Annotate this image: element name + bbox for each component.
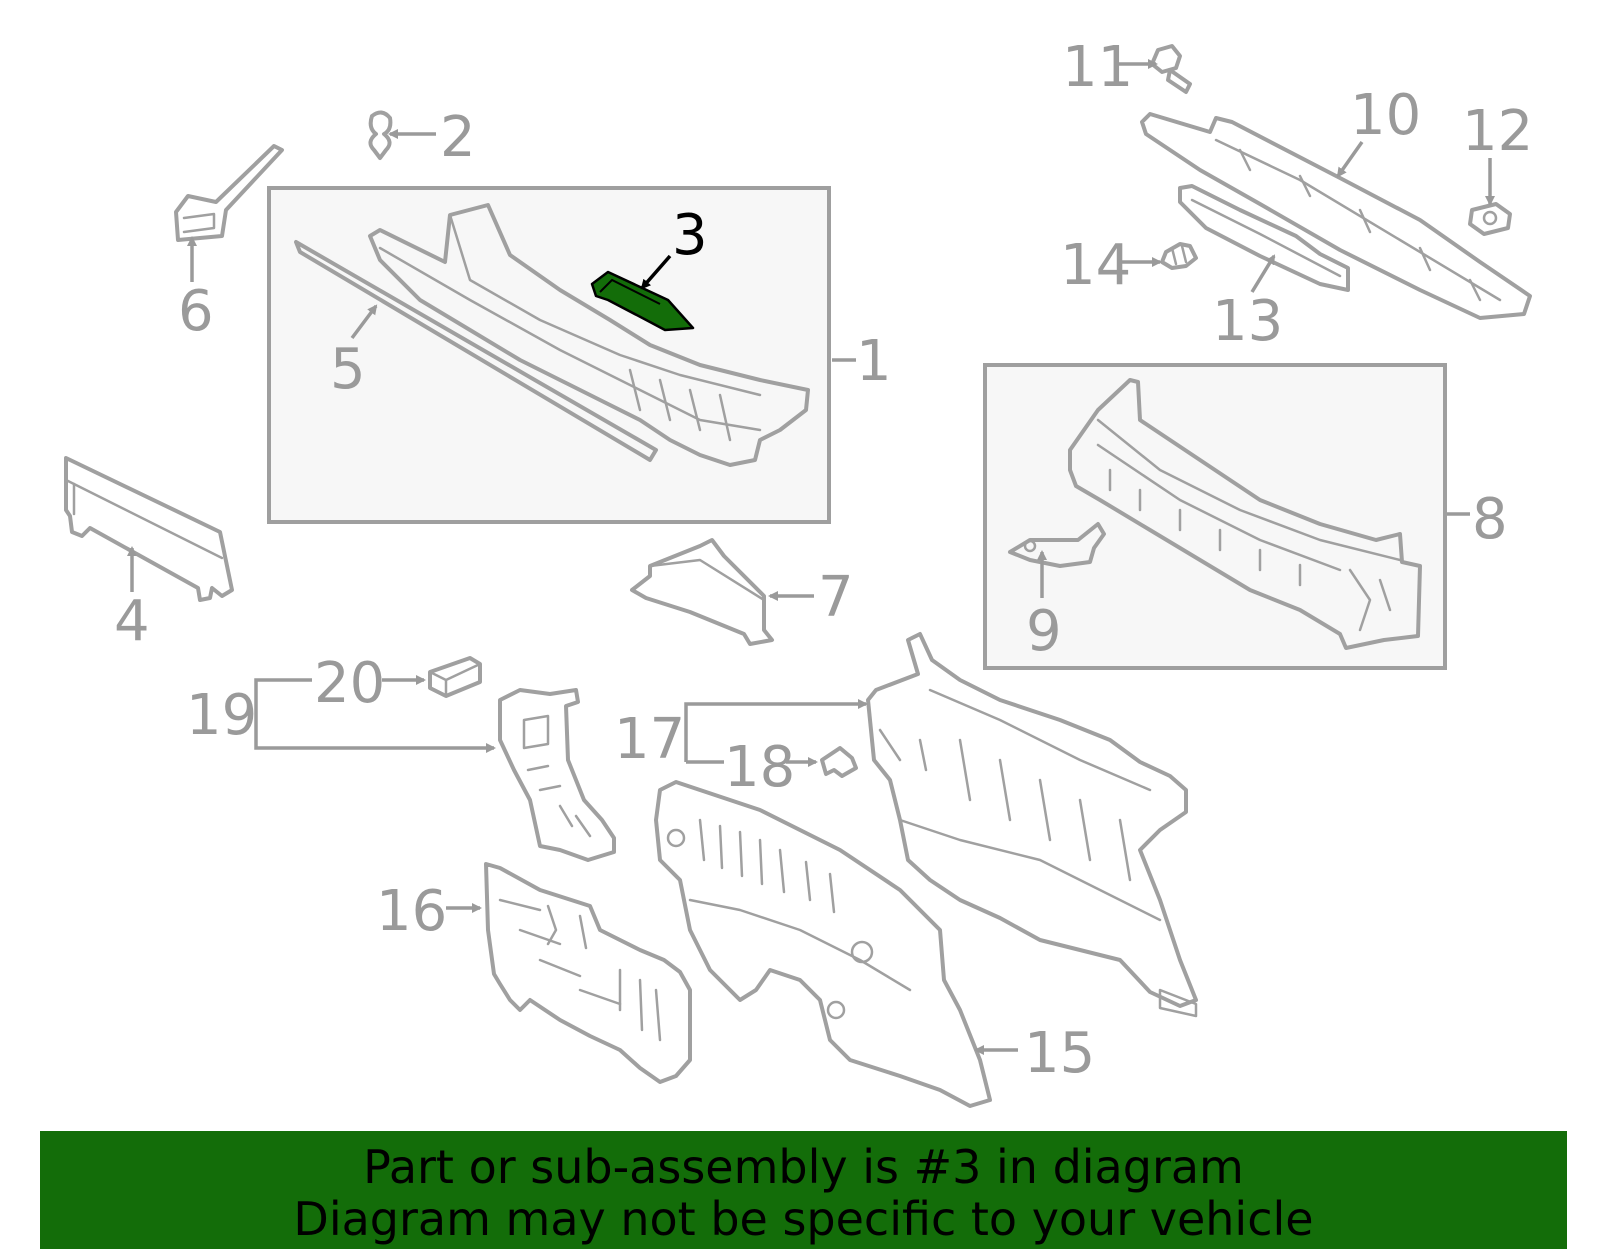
info-banner: Part or sub-assembly is #3 in diagram Di… <box>40 1131 1567 1249</box>
callout-7[interactable]: 7 <box>818 565 854 630</box>
leader-3 <box>640 254 672 290</box>
part-13-rail[interactable] <box>1178 184 1350 292</box>
callout-19[interactable]: 19 <box>186 683 257 748</box>
part-18-clip[interactable] <box>820 746 858 778</box>
part-5-weatherstrip[interactable] <box>294 240 658 462</box>
part-11-bolt[interactable] <box>1150 44 1192 94</box>
part-4-panel[interactable] <box>64 456 234 602</box>
callout-10[interactable]: 10 <box>1350 83 1421 148</box>
callout-2[interactable]: 2 <box>440 105 476 170</box>
callout-1[interactable]: 1 <box>856 329 892 394</box>
callout-16[interactable]: 16 <box>376 879 447 944</box>
part-12-nut[interactable] <box>1468 202 1512 236</box>
leader-5 <box>350 304 378 340</box>
callout-9[interactable]: 9 <box>1026 599 1062 664</box>
callout-13[interactable]: 13 <box>1212 289 1283 354</box>
part-7-bracket[interactable] <box>630 538 774 646</box>
callout-15[interactable]: 15 <box>1024 1021 1095 1086</box>
callout-labels: 1 2 3 4 5 6 7 8 9 10 11 12 13 14 15 16 1… <box>114 35 1533 1086</box>
banner-line-1: Part or sub-assembly is #3 in diagram <box>363 1140 1244 1194</box>
callout-3[interactable]: 3 <box>672 203 708 268</box>
leader-17 <box>684 699 868 736</box>
part-14-clip[interactable] <box>1160 242 1198 270</box>
callout-18[interactable]: 18 <box>724 735 795 800</box>
callout-6[interactable]: 6 <box>178 279 214 344</box>
callout-8[interactable]: 8 <box>1472 487 1508 552</box>
callout-14[interactable]: 14 <box>1060 233 1131 298</box>
leader-13 <box>1250 254 1276 293</box>
callout-20[interactable]: 20 <box>314 651 385 716</box>
part-6-bracket[interactable] <box>174 144 284 242</box>
leader-10 <box>1336 140 1364 178</box>
part-16-insulator[interactable] <box>484 862 692 1084</box>
part-3-bracket[interactable] <box>590 270 695 332</box>
part-10-rail[interactable] <box>1140 112 1532 320</box>
callout-17[interactable]: 17 <box>614 707 685 772</box>
part-17-dash-panel[interactable] <box>866 632 1198 1018</box>
part-15-silencer[interactable] <box>654 780 992 1108</box>
callout-5[interactable]: 5 <box>330 337 366 402</box>
part-20-block[interactable] <box>428 656 482 698</box>
callout-4[interactable]: 4 <box>114 589 150 654</box>
callout-12[interactable]: 12 <box>1462 99 1533 164</box>
banner-line-2: Diagram may not be specific to your vehi… <box>293 1192 1314 1246</box>
part-1-cowl-panel[interactable] <box>368 203 810 467</box>
part-8-cowl-assembly[interactable] <box>1068 378 1422 650</box>
callout-11[interactable]: 11 <box>1062 35 1133 100</box>
assembly-1-box <box>267 186 831 524</box>
part-2-clip[interactable] <box>368 110 393 160</box>
leader-19 <box>254 678 496 753</box>
leader-lines <box>127 59 1495 1055</box>
part-19-bracket[interactable] <box>498 688 616 862</box>
part-9-bracket[interactable] <box>1008 522 1106 568</box>
